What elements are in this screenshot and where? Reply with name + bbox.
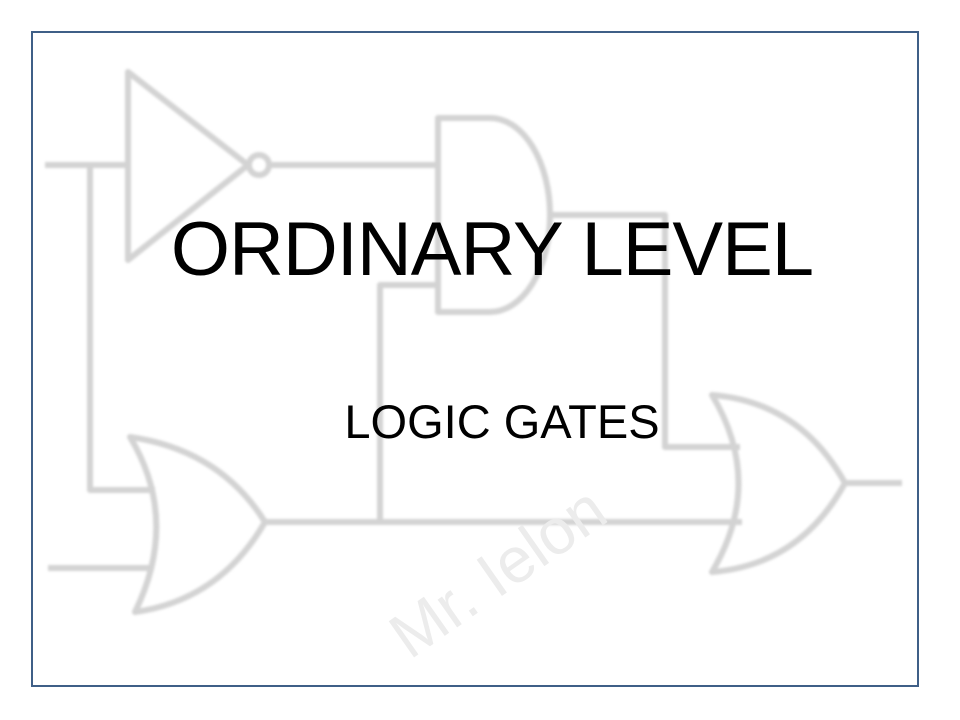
not-gate [125,69,251,263]
slide-title: ORDINARY LEVEL [170,207,814,292]
slide-subtitle: LOGIC GATES [344,395,660,448]
slide-border [31,31,919,687]
and-lower-input-wire [377,282,438,525]
or-gate-2 [709,392,848,575]
or-gate-1 [127,434,268,615]
wire-and-to-or2 [552,212,740,450]
wire-a-to-or [87,165,155,493]
and-gate [435,115,553,315]
